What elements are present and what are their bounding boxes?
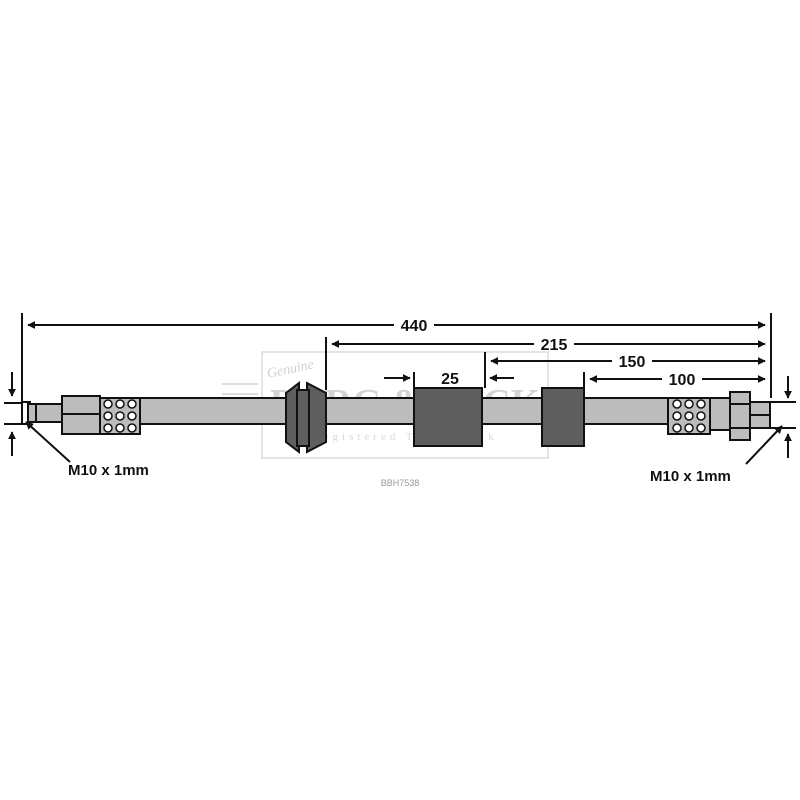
mounting-clip-1	[413, 387, 483, 447]
extension-lines	[21, 313, 772, 402]
right-thread-label: M10 x 1mm	[650, 468, 731, 485]
dimension-215: 215	[331, 337, 766, 354]
dimension-25: 25	[384, 371, 514, 388]
dimension-25-label: 25	[441, 371, 459, 388]
dimension-440: 440	[27, 318, 766, 335]
dimension-100-label: 100	[669, 372, 696, 389]
mounting-clip-2	[541, 387, 585, 447]
part-code: BBH7538	[381, 478, 420, 488]
left-end-fitting	[21, 395, 141, 435]
hose-tube	[139, 397, 671, 425]
dimension-215-label: 215	[541, 337, 568, 354]
left-thread-indicator	[4, 372, 71, 463]
dimension-440-label: 440	[401, 318, 428, 335]
right-thread-indicator	[745, 376, 796, 465]
right-end-fitting	[667, 391, 771, 441]
dimension-100: 100	[589, 372, 766, 389]
dimension-150-label: 150	[619, 354, 646, 371]
dimension-150: 150	[490, 354, 766, 371]
watermark-script: Genuine	[266, 357, 316, 382]
rubber-grommet	[285, 380, 327, 455]
left-thread-label: M10 x 1mm	[68, 462, 149, 479]
